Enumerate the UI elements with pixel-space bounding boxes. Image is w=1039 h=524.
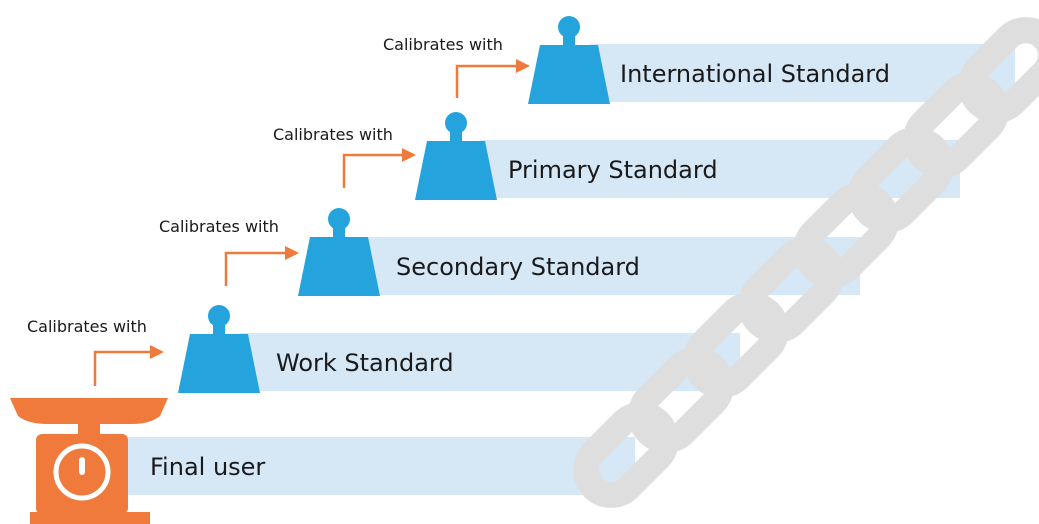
kitchen-scale-icon	[10, 398, 168, 524]
calibrates-label-work: Calibrates with	[27, 317, 147, 336]
level-label-primary: Primary Standard	[508, 156, 718, 184]
calibrate-arrow	[224, 251, 289, 286]
calibrates-label-international: Calibrates with	[383, 35, 503, 54]
calibrate-arrow	[93, 350, 154, 386]
calibrate-arrow	[455, 64, 520, 98]
weight-icon	[298, 208, 380, 296]
arrow-head	[402, 148, 416, 162]
weight-icon	[178, 305, 260, 393]
weight-icon	[415, 112, 497, 200]
level-label-international: International Standard	[620, 60, 890, 88]
calibrates-label-primary: Calibrates with	[273, 125, 393, 144]
level-label-secondary: Secondary Standard	[396, 253, 640, 281]
calibrates-label-secondary: Calibrates with	[159, 217, 279, 236]
weight-icon	[528, 16, 610, 104]
arrow-head	[150, 345, 164, 359]
arrow-head	[516, 59, 530, 73]
level-label-work: Work Standard	[276, 349, 454, 377]
arrow-head	[285, 246, 299, 260]
calibrate-arrow	[342, 153, 406, 188]
level-bar-final	[115, 437, 635, 495]
level-label-final: Final user	[150, 453, 265, 481]
chain-icon	[573, 17, 1039, 508]
